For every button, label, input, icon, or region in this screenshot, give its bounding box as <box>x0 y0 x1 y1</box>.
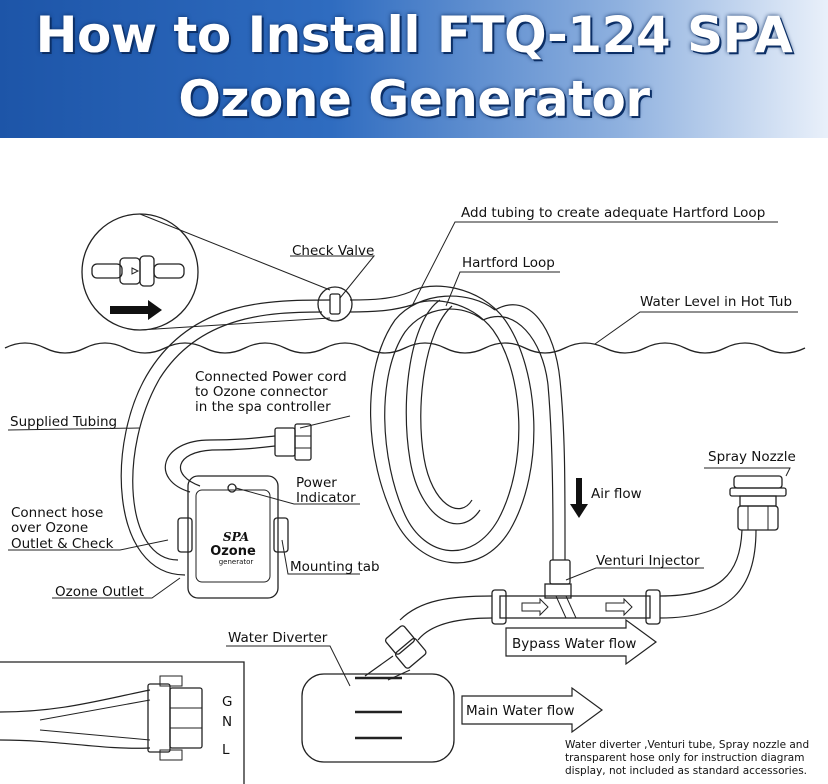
connector-inset <box>0 661 245 784</box>
diverter-fitting <box>384 625 427 669</box>
label-connect-3: Outlet & Check <box>11 536 114 552</box>
air-flow-arrow <box>570 478 588 518</box>
pin-label-l: L <box>222 742 230 758</box>
title-line-2: Ozone Generator <box>178 70 650 128</box>
title-line-1: How to Install FTQ-124 SPA <box>35 6 793 64</box>
power-indicator-light <box>227 483 237 493</box>
label-power-cord-3: in the spa controller <box>195 399 331 415</box>
hartford-loop <box>370 285 566 564</box>
footnote-line-2: transparent hose only for instruction di… <box>565 752 804 764</box>
power-connector <box>274 423 312 461</box>
venturi-assembly <box>491 540 661 625</box>
power-cord <box>164 435 276 493</box>
flow-direction-arrow <box>110 300 162 320</box>
label-water-level: Water Level in Hot Tub <box>640 294 792 310</box>
pin-label-n: N <box>222 714 232 730</box>
pin-label-g: G <box>222 694 232 710</box>
label-connect-1: Connect hose <box>11 505 103 521</box>
device-name: Ozone <box>210 544 256 559</box>
water-level-line <box>4 342 806 354</box>
mounting-tab-right <box>273 517 289 553</box>
label-ozone-outlet: Ozone Outlet <box>55 584 144 600</box>
label-supplied-tubing: Supplied Tubing <box>10 414 117 430</box>
check-valve-circle <box>317 286 353 322</box>
label-power-cord-1: Connected Power cord <box>195 369 347 385</box>
leader-lines <box>7 221 798 687</box>
label-power-1: Power <box>296 475 337 491</box>
label-mounting-tab: Mounting tab <box>290 559 380 575</box>
label-venturi: Venturi Injector <box>596 553 700 569</box>
label-add-tubing: Add tubing to create adequate Hartford L… <box>461 205 765 221</box>
mounting-tab-left <box>177 517 193 553</box>
label-power-2: Indicator <box>296 490 356 506</box>
spray-nozzle <box>729 475 787 531</box>
footnote-line-1: Water diverter ,Venturi tube, Spray nozz… <box>565 739 809 751</box>
label-air-flow: Air flow <box>591 486 642 502</box>
ozone-generator: SPA Ozone generator <box>177 475 289 599</box>
label-water-diverter: Water Diverter <box>228 630 328 646</box>
footnote-line-3: display, not included as standard access… <box>565 765 807 777</box>
check-valve-zoom <box>81 213 331 331</box>
bypass-flow-arrow <box>505 618 658 666</box>
label-connect-2: over Ozone <box>11 520 88 536</box>
label-main-flow: Main Water flow <box>466 703 575 719</box>
label-spray-nozzle: Spray Nozzle <box>708 449 796 465</box>
label-power-cord-2: to Ozone connector <box>195 384 328 400</box>
device-brand: SPA <box>223 530 249 544</box>
water-diverter <box>301 673 455 763</box>
device-sub: generator <box>219 558 254 566</box>
label-hartford-loop: Hartford Loop <box>462 255 555 271</box>
label-check-valve: Check Valve <box>292 243 374 259</box>
main-flow-arrow <box>461 686 604 734</box>
label-bypass-flow: Bypass Water flow <box>512 636 636 652</box>
title-banner: How to Install FTQ-124 SPA Ozone Generat… <box>0 0 828 138</box>
